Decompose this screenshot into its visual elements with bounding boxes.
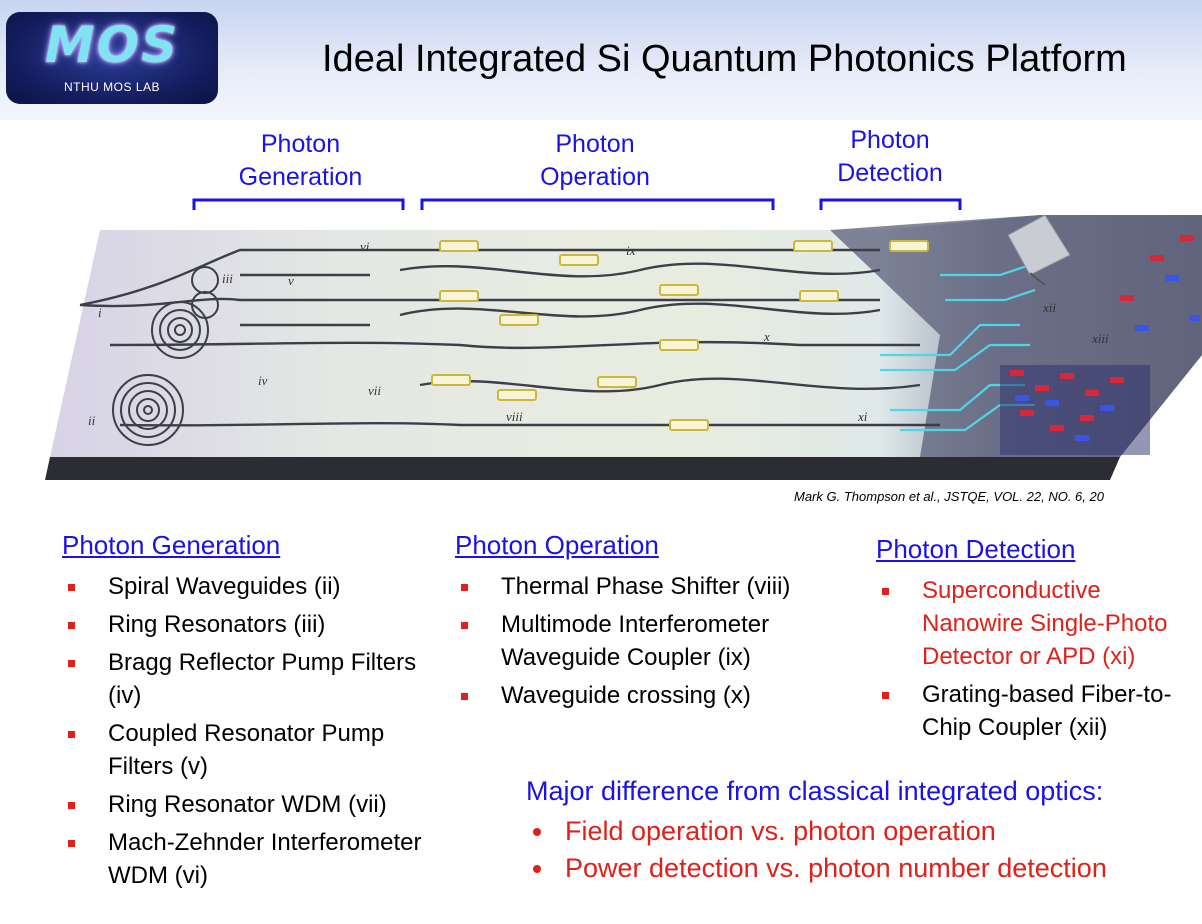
detection-list: Superconductive Nanowire Single-Photo De… xyxy=(876,574,1196,749)
photonic-chip-illustration: i ii iii iv v vi vii viii ix x xi xii xi… xyxy=(45,214,1202,480)
list-item: Grating-based Fiber-to-Chip Coupler (xii… xyxy=(876,678,1196,744)
list-item: Superconductive Nanowire Single-Photo De… xyxy=(876,574,1196,673)
fig-label-xii: xii xyxy=(1042,300,1056,315)
list-item-text: Mach-Zehnder Interferometer WDM (vi) xyxy=(108,829,422,889)
list-item: Multimode Interferometer Waveguide Coupl… xyxy=(455,608,845,674)
list-item-text: Coupled Resonator Pump Filters (v) xyxy=(108,720,385,780)
bullet-dot xyxy=(533,865,541,873)
list-item: Field operation vs. photon operation xyxy=(530,813,1107,850)
fig-label-iv: iv xyxy=(258,373,268,388)
list-item: Ring Resonator WDM (vii) xyxy=(62,788,452,821)
list-item-text: Ring Resonator WDM (vii) xyxy=(108,791,387,818)
fig-label-ii: ii xyxy=(88,413,96,428)
list-item-text: Superconductive Nanowire Single-Photo De… xyxy=(922,577,1168,670)
list-item-text: Bragg Reflector Pump Filters (iv) xyxy=(108,649,417,709)
list-item: Mach-Zehnder Interferometer WDM (vi) xyxy=(62,826,452,892)
fig-label-vi: vi xyxy=(360,239,370,254)
list-item: Bragg Reflector Pump Filters (iv) xyxy=(62,646,452,712)
bullet-square xyxy=(68,802,75,809)
heading-photon-detection: Photon Detection xyxy=(876,534,1076,564)
fig-label-v: v xyxy=(288,273,294,288)
section-brackets xyxy=(192,198,962,210)
list-item-text: Power detection vs. photon number detect… xyxy=(565,853,1107,883)
section-label-operation-line2: Operation xyxy=(540,163,650,191)
fiber-probe xyxy=(1007,214,1071,286)
bullet-square xyxy=(461,693,468,700)
section-label-detection-line2: Detection xyxy=(837,159,943,187)
section-label-detection: Photon Detection xyxy=(815,124,965,190)
fig-label-x: x xyxy=(763,329,770,344)
bullet-square xyxy=(68,731,75,738)
citation: Mark G. Thompson et al., JSTQE, VOL. 22,… xyxy=(794,489,1104,504)
fig-label-vii: vii xyxy=(368,383,381,398)
slide-title: Ideal Integrated Si Quantum Photonics Pl… xyxy=(322,38,1127,80)
fig-label-xiii: xiii xyxy=(1091,331,1109,346)
bullet-square xyxy=(68,584,75,591)
section-label-operation: Photon Operation xyxy=(520,128,670,194)
list-item-text: Spiral Waveguides (ii) xyxy=(108,573,341,600)
list-item-text: Grating-based Fiber-to-Chip Coupler (xii… xyxy=(922,681,1172,741)
fig-label-xi: xi xyxy=(857,409,868,424)
list-item: Power detection vs. photon number detect… xyxy=(530,850,1107,887)
fig-label-i: i xyxy=(98,305,102,320)
bullet-square xyxy=(68,840,75,847)
major-difference-list: Field operation vs. photon operation Pow… xyxy=(530,813,1107,887)
fig-label-ix: ix xyxy=(626,243,636,258)
operation-list: Thermal Phase Shifter (viii) Multimode I… xyxy=(455,570,845,717)
list-item: Spiral Waveguides (ii) xyxy=(62,570,452,603)
heading-photon-generation: Photon Generation xyxy=(62,530,281,560)
waveguides xyxy=(79,248,940,427)
bullet-dot xyxy=(533,828,541,836)
bullet-square xyxy=(68,622,75,629)
list-item-text: Ring Resonators (iii) xyxy=(108,611,326,638)
list-item: Coupled Resonator Pump Filters (v) xyxy=(62,717,452,783)
phase-shifters xyxy=(431,240,929,431)
figure-roman-labels: i ii iii iv v vi vii viii ix x xi xii xi… xyxy=(88,239,1109,428)
bracket-operation xyxy=(420,198,775,210)
list-item-text: Multimode Interferometer Waveguide Coupl… xyxy=(501,611,770,671)
list-item: Thermal Phase Shifter (viii) xyxy=(455,570,845,603)
list-item-text: Waveguide crossing (x) xyxy=(501,682,751,709)
logo-subtitle: NTHU MOS LAB xyxy=(63,80,160,94)
major-difference-heading: Major difference from classical integrat… xyxy=(526,776,1104,806)
section-label-operation-line1: Photon xyxy=(555,130,635,158)
generation-list: Spiral Waveguides (ii) Ring Resonators (… xyxy=(62,570,452,897)
bracket-detection xyxy=(819,198,962,210)
bullet-square xyxy=(461,622,468,629)
list-item-text: Thermal Phase Shifter (viii) xyxy=(501,573,791,600)
section-label-generation-line1: Photon xyxy=(260,130,341,158)
chip-edge xyxy=(45,457,1120,480)
bullet-square xyxy=(882,692,889,699)
mos-lab-logo: MOS NTHU MOS LAB xyxy=(6,12,218,104)
bullet-square xyxy=(461,584,468,591)
list-item: Waveguide crossing (x) xyxy=(455,679,845,712)
sensor-array xyxy=(1000,235,1200,455)
bullet-square xyxy=(68,660,75,667)
logo-word: MOS xyxy=(44,16,180,74)
list-item: Ring Resonators (iii) xyxy=(62,608,452,641)
bullet-square xyxy=(882,588,889,595)
heading-photon-operation: Photon Operation xyxy=(455,530,659,560)
section-label-generation-line2: Generation xyxy=(238,163,363,191)
list-item-text: Field operation vs. photon operation xyxy=(565,816,996,846)
section-label-detection-line1: Photon xyxy=(850,126,930,154)
bracket-generation xyxy=(192,198,405,210)
fig-label-viii: viii xyxy=(506,409,523,424)
fig-label-iii: iii xyxy=(222,271,233,286)
section-label-generation: Photon Generation xyxy=(218,128,383,194)
spirals xyxy=(112,266,219,446)
